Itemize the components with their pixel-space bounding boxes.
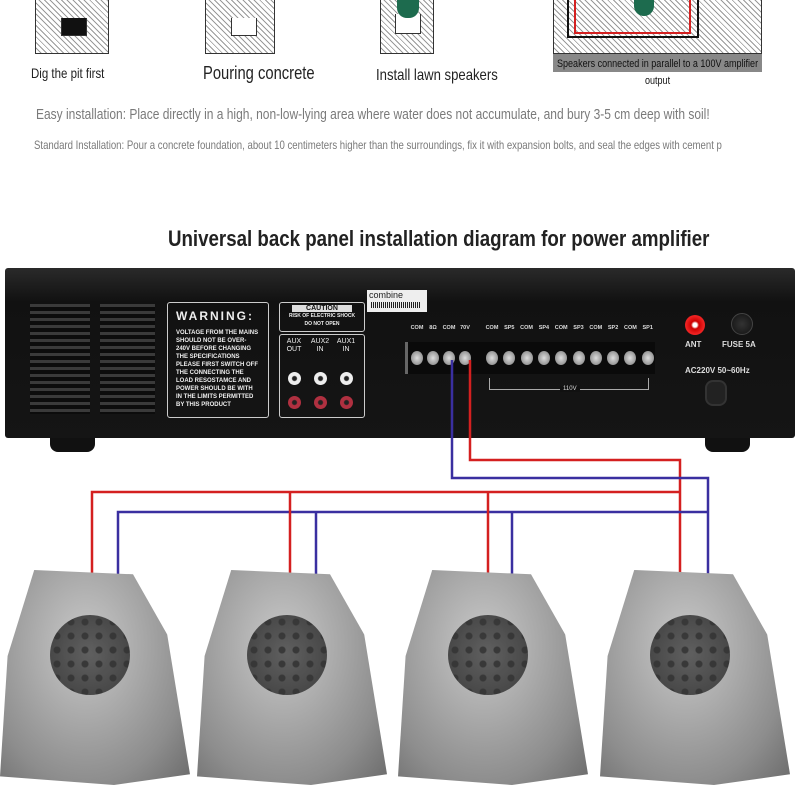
terminal-label: 8Ω — [429, 325, 437, 331]
step-dig-pit-illustration — [35, 0, 109, 54]
terminal-label: COM — [589, 325, 603, 331]
negative-wire — [450, 360, 710, 575]
terminal-label: SP2 — [607, 325, 619, 331]
positive-wire — [468, 360, 682, 575]
step-pour-concrete-illustration — [205, 0, 275, 54]
screw-terminal[interactable] — [459, 351, 471, 365]
terminal-label: COM — [442, 325, 456, 331]
aux-panel — [279, 334, 365, 418]
screw-terminal[interactable] — [624, 351, 637, 365]
rca-jack-white[interactable] — [340, 372, 353, 385]
caution-title: CAUTION — [292, 305, 352, 312]
vent-grille — [100, 304, 155, 414]
terminal-label: COM — [485, 325, 499, 331]
speaker-grille — [50, 615, 130, 695]
amplifier-foot — [705, 436, 750, 452]
speaker-grille — [247, 615, 327, 695]
warning-text: VOLTAGE FROM THE MAINS SHOULD NOT BE OVE… — [176, 330, 259, 408]
screw-terminal[interactable] — [503, 351, 516, 365]
step-parallel-wiring-illustration — [553, 0, 762, 54]
screw-terminal[interactable] — [555, 351, 568, 365]
step-caption: Install lawn speakers — [376, 67, 498, 84]
screw-terminal[interactable] — [589, 351, 602, 365]
screw-terminal[interactable] — [520, 351, 533, 365]
amplifier-foot — [50, 436, 95, 452]
screw-terminal[interactable] — [537, 351, 550, 365]
warning-label: WARNING: VOLTAGE FROM THE MAINS SHOULD N… — [167, 302, 269, 418]
easy-installation-text: Easy installation: Place directly in a h… — [36, 106, 710, 123]
warning-title: WARNING: — [176, 309, 254, 323]
step-caption: Pouring concrete — [203, 63, 315, 83]
screw-terminal[interactable] — [411, 351, 423, 365]
positive-wire — [90, 490, 680, 575]
speaker-grille — [650, 615, 730, 695]
caution-label: CAUTION RISK OF ELECTRIC SHOCK DO NOT OP… — [279, 302, 365, 332]
speaker-grille — [448, 615, 528, 695]
terminal-label: SP4 — [538, 325, 550, 331]
standard-installation-text: Standard Installation: Pour a concrete f… — [34, 138, 722, 152]
terminal-label: SP1 — [642, 325, 653, 331]
caution-line: RISK OF ELECTRIC SHOCK — [288, 313, 356, 319]
step-caption-text: Speakers connected in parallel to a 100V… — [557, 58, 759, 87]
screw-terminal[interactable] — [607, 351, 620, 365]
diagram-title: Universal back panel installation diagra… — [168, 226, 710, 251]
fuse-label: FUSE 5A — [722, 340, 756, 349]
brand-name: combine — [369, 290, 404, 300]
rca-jack-white[interactable] — [288, 372, 301, 385]
screw-terminal[interactable] — [641, 351, 654, 365]
power-label: AC220V 50~60Hz — [685, 366, 750, 375]
terminal-label: COM — [410, 325, 424, 331]
terminal-label: SP5 — [504, 325, 515, 331]
step-caption: Speakers connected in parallel to a 100V… — [553, 56, 762, 90]
rca-jack-red[interactable] — [288, 396, 301, 409]
rca-jack-red[interactable] — [340, 396, 353, 409]
aux-label: AUX2 IN — [310, 338, 330, 353]
step-caption: Dig the pit first — [31, 65, 105, 81]
caution-line: DO NOT OPEN — [304, 321, 340, 327]
fuse-holder[interactable] — [731, 313, 753, 335]
rca-jack-red[interactable] — [314, 396, 327, 409]
terminal-label: SP3 — [573, 325, 584, 331]
power-cord — [705, 380, 727, 406]
terminal-label: 70V — [460, 325, 470, 331]
rock-speaker — [197, 570, 387, 785]
terminal-label: COM — [554, 325, 568, 331]
negative-wire — [116, 510, 708, 575]
screw-terminal[interactable] — [427, 351, 439, 365]
step-install-speaker-illustration — [380, 0, 434, 54]
aux-label: AUX OUT — [286, 338, 302, 353]
terminal-label: COM — [623, 325, 637, 331]
amplifier-back-panel: WARNING: VOLTAGE FROM THE MAINS SHOULD N… — [5, 268, 795, 438]
110v-label: 110V — [560, 386, 580, 392]
brand-sticker: combine — [367, 290, 427, 312]
screw-terminal[interactable] — [486, 351, 498, 365]
terminal-label: COM — [520, 325, 534, 331]
antenna-label: ANT — [685, 340, 702, 349]
screw-terminal[interactable] — [572, 351, 585, 365]
antenna-jack[interactable] — [685, 315, 705, 335]
vent-grille — [30, 304, 90, 414]
aux-label: AUX1 IN — [336, 338, 356, 353]
rca-jack-white[interactable] — [314, 372, 327, 385]
